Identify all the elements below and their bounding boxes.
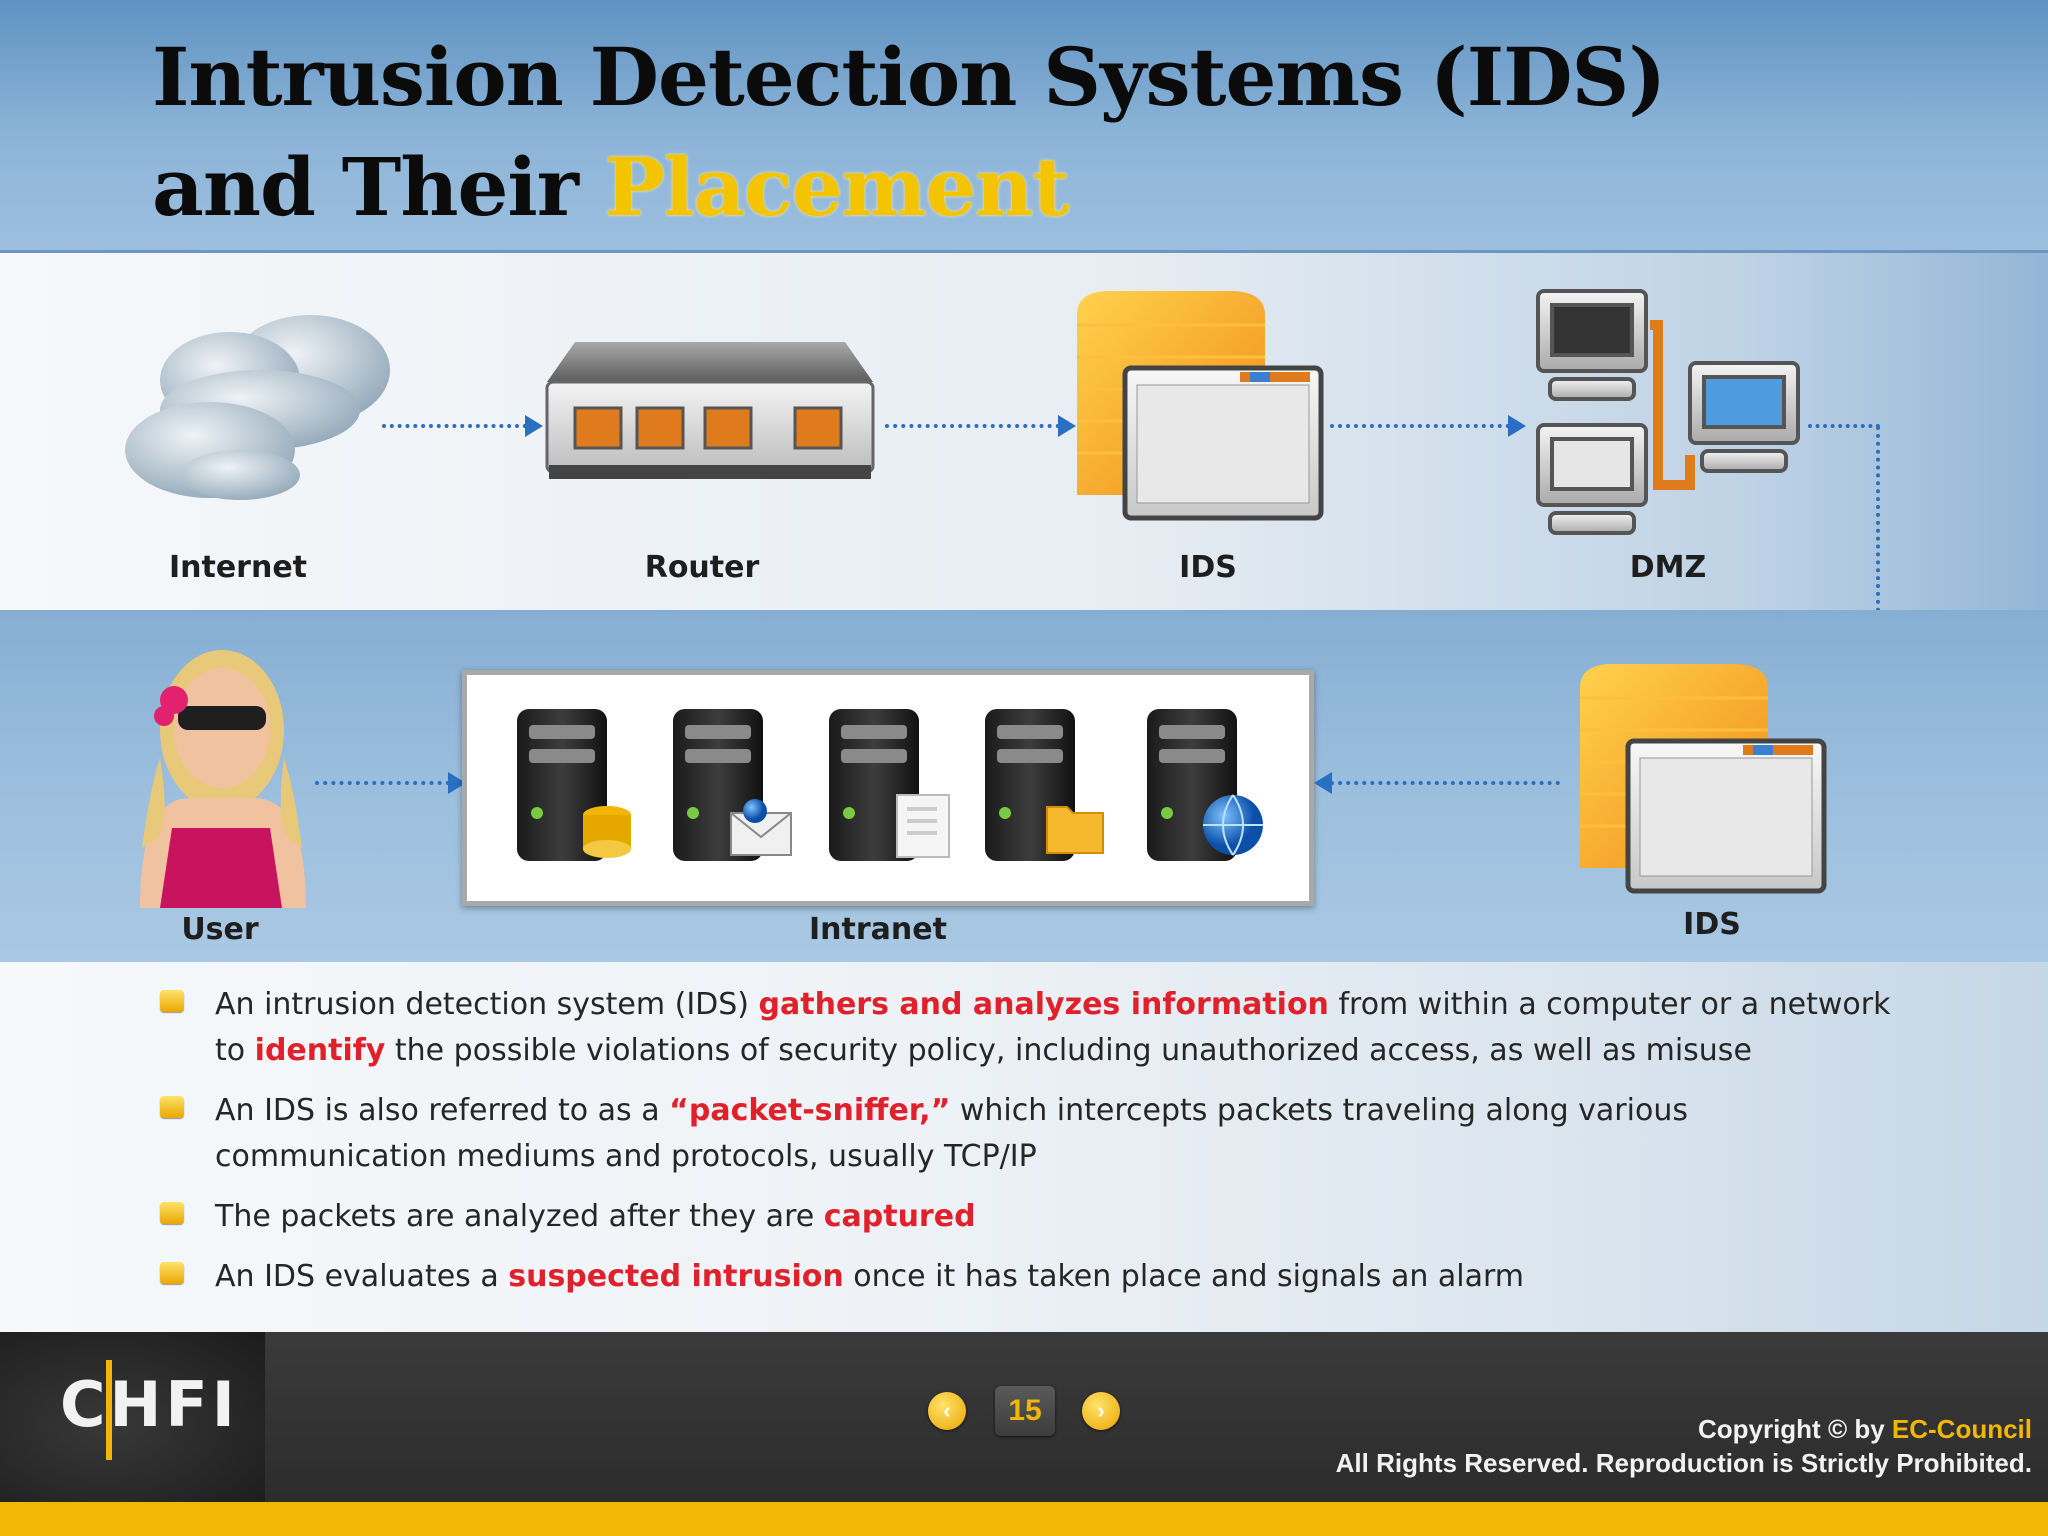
mail-server-icon bbox=[673, 709, 792, 861]
next-page-button[interactable]: › bbox=[1082, 1392, 1120, 1430]
database-server-icon bbox=[517, 709, 631, 861]
copyright-notice: Copyright © by EC-Council All Rights Res… bbox=[1336, 1412, 2032, 1480]
bullet-icon bbox=[160, 1202, 184, 1224]
internet-label: Internet bbox=[168, 550, 308, 585]
page-number: 15 bbox=[995, 1386, 1055, 1436]
bullet-section: An intrusion detection system (IDS) gath… bbox=[0, 962, 2048, 1332]
logo-text: CHFI bbox=[60, 1368, 239, 1441]
ids-top-label: IDS bbox=[1179, 550, 1237, 585]
file-server-icon bbox=[829, 709, 950, 861]
intranet-servers bbox=[517, 709, 1263, 861]
dmz-label: DMZ bbox=[1629, 550, 1707, 585]
intranet-box bbox=[462, 670, 1314, 906]
router-icon bbox=[545, 342, 875, 479]
connector-vertical bbox=[1876, 426, 1880, 786]
slide-title-line1: Intrusion Detection Systems (IDS) bbox=[152, 30, 1666, 124]
dmz-computers-icon bbox=[1536, 289, 1800, 535]
bullet-icon bbox=[160, 1262, 184, 1284]
slide-title-line2: and Their Placement bbox=[152, 140, 1070, 234]
title-highlight: Placement bbox=[604, 140, 1070, 234]
bullet-text: An intrusion detection system (IDS) gath… bbox=[215, 987, 1891, 1068]
arrow-router-to-ids bbox=[885, 415, 1076, 437]
chfi-logo: CHFI bbox=[0, 1332, 265, 1502]
arrow-internet-to-router bbox=[382, 415, 543, 437]
bullet-text: The packets are analyzed after they are … bbox=[215, 1199, 976, 1234]
folder-server-icon bbox=[985, 709, 1104, 861]
prev-page-button[interactable]: ‹ bbox=[928, 1392, 966, 1430]
title-prefix: and Their bbox=[152, 140, 605, 234]
internet-cloud-icon bbox=[125, 315, 390, 500]
arrow-user-to-intranet bbox=[315, 772, 466, 794]
chevron-left-icon: ‹ bbox=[943, 1398, 951, 1423]
router-label: Router bbox=[644, 550, 760, 585]
bullet-text: An IDS evaluates a suspected intrusion o… bbox=[215, 1259, 1525, 1294]
slide-footer: CHFI ‹ 15 › Copyright © by EC-Council Al… bbox=[0, 1332, 2048, 1502]
intranet-label: Intranet bbox=[809, 912, 947, 947]
ids-firewall-bottom-icon bbox=[1580, 664, 1827, 894]
user-label: User bbox=[181, 912, 259, 947]
arrow-ids-to-dmz bbox=[1330, 415, 1526, 437]
bullet-icon bbox=[160, 1096, 184, 1118]
bullet-text: An IDS is also referred to as a “packet-… bbox=[215, 1093, 1688, 1174]
arrow-ids-to-intranet bbox=[1314, 772, 1560, 794]
user-avatar-icon bbox=[140, 650, 306, 908]
copyright-line: Copyright © by EC-Council bbox=[1697, 1414, 2032, 1444]
slide-header: Intrusion Detection Systems (IDS) and Th… bbox=[0, 0, 2048, 250]
brand-name: EC-Council bbox=[1891, 1414, 2032, 1444]
web-server-icon bbox=[1147, 709, 1263, 861]
chevron-right-icon: › bbox=[1097, 1398, 1105, 1423]
bullet-icon bbox=[160, 990, 184, 1012]
footer-accent-bar bbox=[0, 1502, 2048, 1536]
ids-bottom-label: IDS bbox=[1683, 907, 1741, 942]
logo-divider bbox=[106, 1360, 112, 1460]
connector-dmz-right bbox=[1808, 424, 1880, 428]
ids-firewall-icon bbox=[1077, 291, 1324, 521]
rights-line: All Rights Reserved. Reproduction is Str… bbox=[1335, 1448, 2032, 1478]
